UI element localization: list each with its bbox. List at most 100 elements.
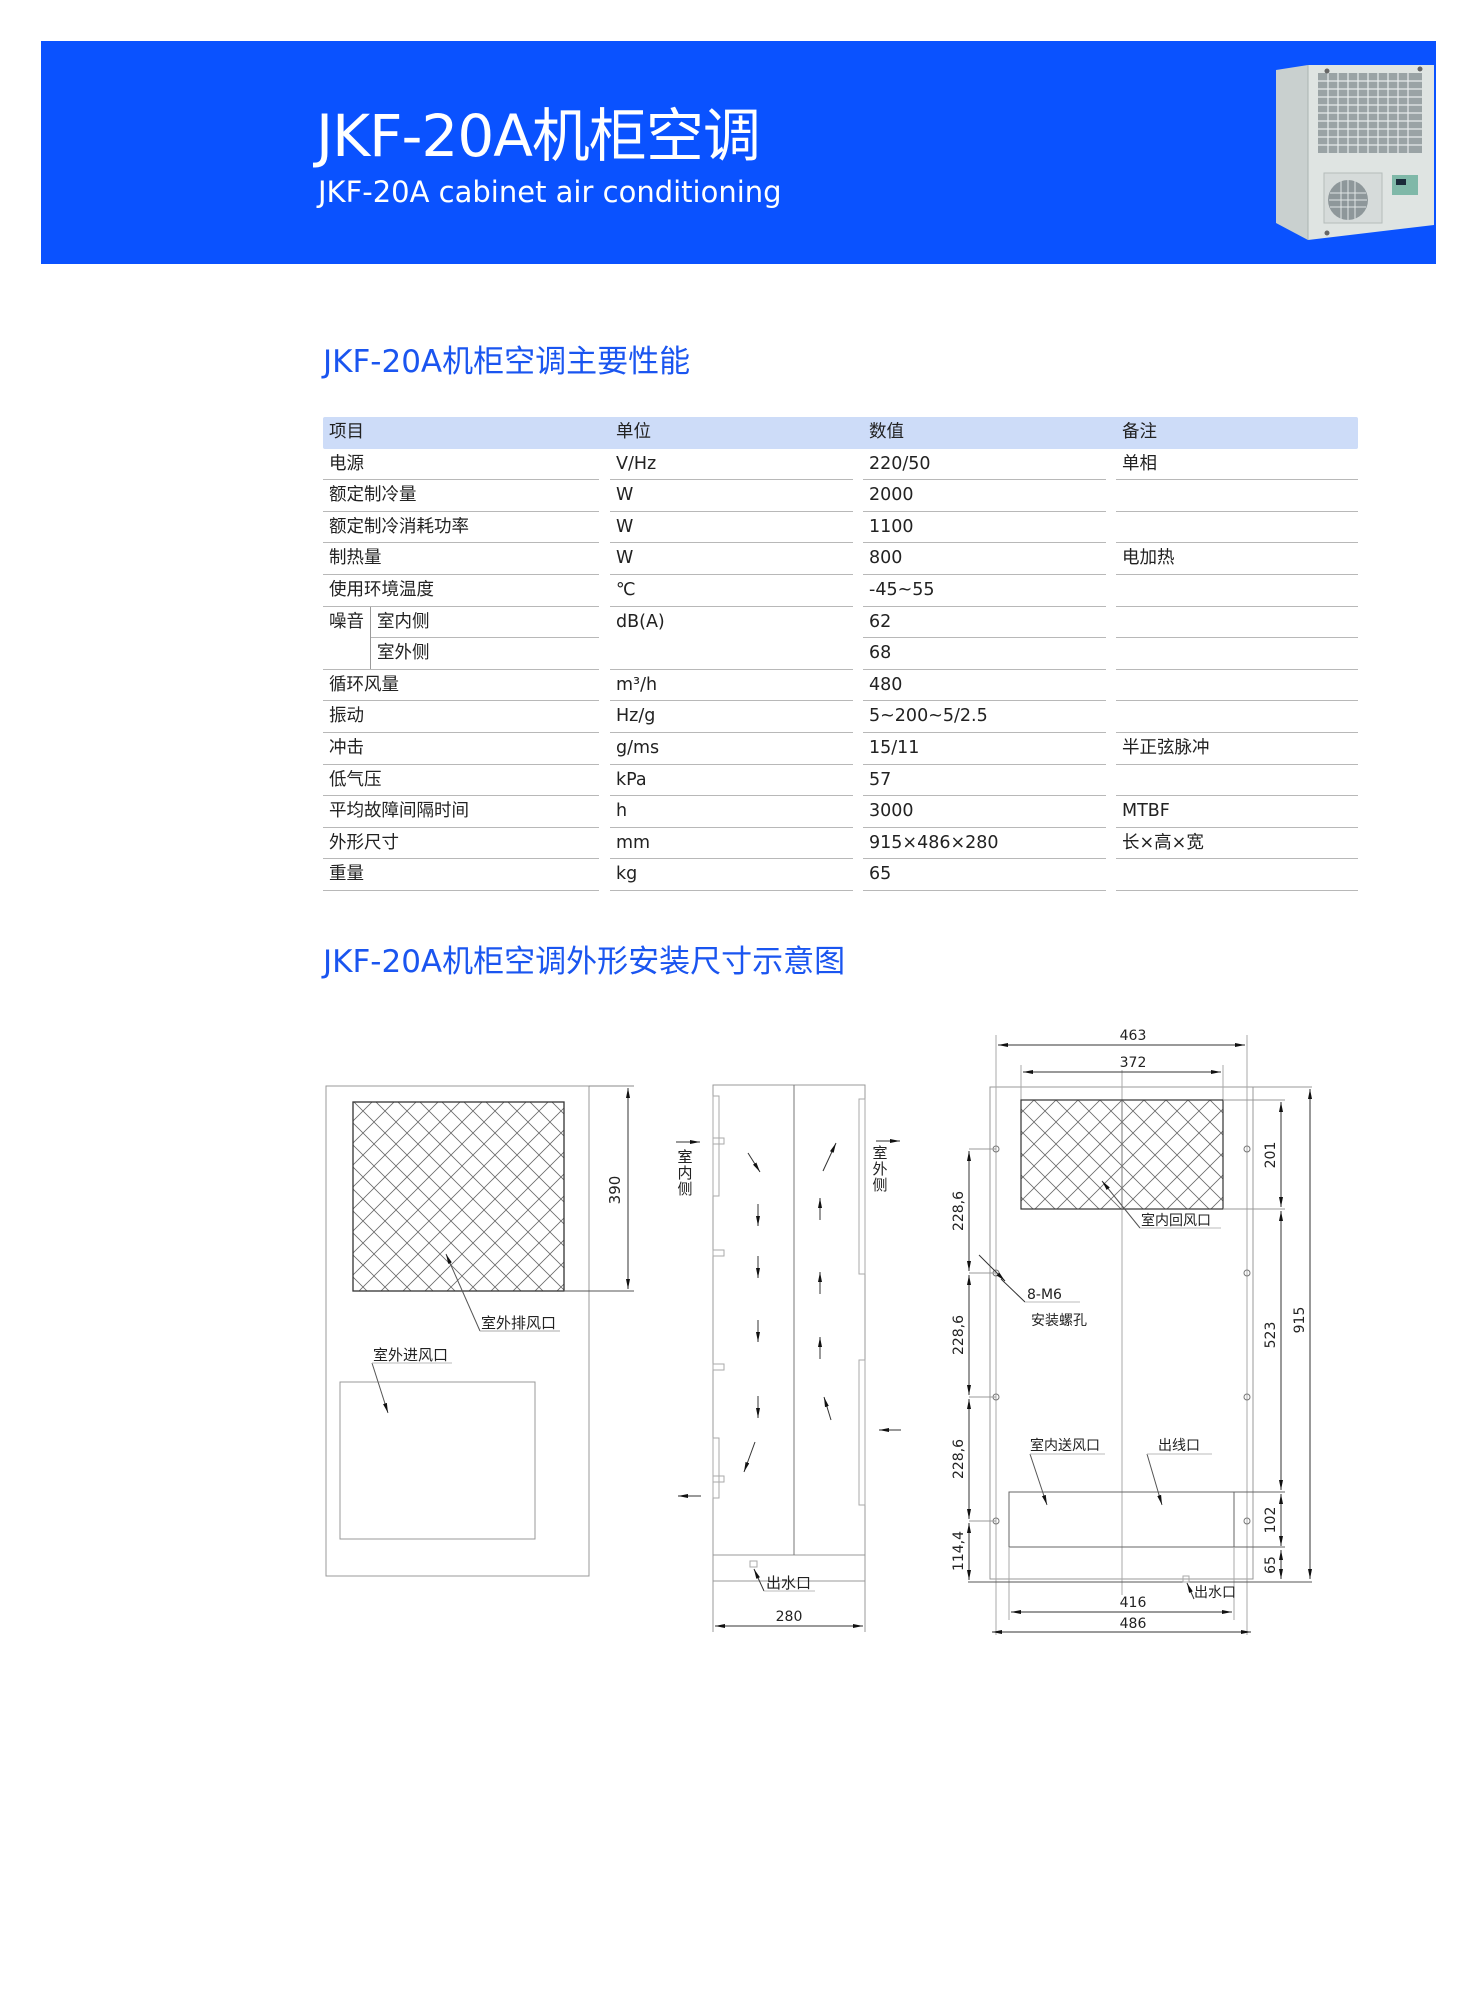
cell-note: 电加热 [1116,543,1358,575]
label-outdoor-exhaust: 室外排风口 [481,1314,556,1332]
cell-item: 外形尺寸 [323,828,599,860]
cell-unit: dB(A) [616,611,665,632]
cell-note: MTBF [1116,796,1358,828]
cell-unit: Hz/g [610,701,853,733]
cell-note [1116,575,1358,607]
spec-section-title: JKF-20A机柜空调主要性能 [323,344,691,380]
table-row: 电源 V/Hz 220/50 单相 [323,449,1358,481]
dim-hole-spacing-2: 228,6 [951,1315,967,1355]
cell-note [1116,638,1358,670]
cell-item: 振动 [323,701,599,733]
cell-value: 57 [863,765,1106,797]
cell-value: 15/11 [863,733,1106,765]
dim-mid-height: 523 [1263,1322,1279,1349]
cell-note: 半正弦脉冲 [1116,733,1358,765]
cell-unit: W [610,543,853,575]
diagram-section-title: JKF-20A机柜空调外形安装尺寸示意图 [323,944,846,980]
dim-bottom-outer: 486 [1120,1616,1147,1632]
table-row: 制热量 W 800 电加热 [323,543,1358,575]
cell-value: 3000 [863,796,1106,828]
table-row: 使用环境温度 ℃ -45~55 [323,575,1358,607]
table-row: 振动 Hz/g 5~200~5/2.5 [323,701,1358,733]
banner-subtitle: JKF-20A cabinet air conditioning [318,175,782,209]
cell-item: 循环风量 [323,670,599,702]
dim-side-width: 280 [776,1609,803,1625]
cell-unit [610,638,853,670]
table-header-row: 项目 单位 数值 备注 [323,417,1358,449]
header-banner: JKF-20A机柜空调 JKF-20A cabinet air conditio… [41,41,1436,264]
cell-value: 5~200~5/2.5 [863,701,1106,733]
cell-item: 低气压 [323,765,599,797]
cell-unit: mm [610,828,853,860]
cell-unit: W [610,512,853,544]
label-outdoor-char-2: 侧 [872,1176,887,1194]
cell-note [1116,512,1358,544]
cell-value: 65 [863,859,1106,891]
cell-unit: kPa [610,765,853,797]
table-row: 循环风量 m³/h 480 [323,670,1358,702]
cell-item: 重量 [323,859,599,891]
dim-total-height: 915 [1292,1307,1308,1334]
col-header-item: 项目 [329,422,364,442]
cell-value: 480 [863,670,1106,702]
cell-unit: kg [610,859,853,891]
cell-note [1116,765,1358,797]
cell-value: 68 [863,638,1106,670]
dim-exhaust-height: 390 [606,1176,624,1205]
cell-unit: m³/h [610,670,853,702]
cell-item: 冲击 [323,733,599,765]
cell-value: 915×486×280 [863,828,1106,860]
cell-item: 平均故障间隔时间 [323,796,599,828]
cell-sub-item: 室内侧 [371,607,599,639]
table-row: 冲击 g/ms 15/11 半正弦脉冲 [323,733,1358,765]
table-row: 额定制冷消耗功率 W 1100 [323,512,1358,544]
cell-value: 62 [863,607,1106,639]
cell-value: 1100 [863,512,1106,544]
label-indoor-char-0: 室 [677,1148,692,1166]
indoor-view [967,1035,1312,1635]
side-view [676,1084,901,1632]
dim-top-inner: 372 [1120,1055,1147,1071]
cell-value: 220/50 [863,449,1106,481]
cell-unit: g/ms [610,733,853,765]
cell-value: -45~55 [863,575,1106,607]
cell-note [1116,670,1358,702]
cell-unit: ℃ [610,575,853,607]
table-row: 低气压 kPa 57 [323,765,1358,797]
cell-value: 2000 [863,480,1106,512]
dim-hole-spacing-1: 228,6 [951,1191,967,1231]
cell-unit: h [610,796,853,828]
table-row-noise-outdoor: 室外侧 68 [323,638,1358,670]
label-indoor-char-2: 侧 [677,1180,692,1198]
spec-table: 项目 单位 数值 备注 电源 V/Hz 220/50 单相 额定制冷量 W 20… [323,417,1358,891]
label-outdoor-char-1: 外 [872,1160,887,1178]
cell-note: 长×高×宽 [1116,828,1358,860]
label-indoor-char-1: 内 [677,1164,692,1182]
table-row: 额定制冷量 W 2000 [323,480,1358,512]
table-row: 外形尺寸 mm 915×486×280 长×高×宽 [323,828,1358,860]
label-indoor-supply: 室内送风口 [1030,1437,1100,1454]
dim-bottom-inner: 416 [1120,1595,1147,1611]
dim-hole-bottom: 114,4 [951,1531,967,1571]
product-photo [1276,65,1434,240]
cell-note [1116,859,1358,891]
dim-hole-spacing-3: 228,6 [951,1439,967,1479]
cell-unit: W [610,480,853,512]
cell-note [1116,607,1358,639]
label-cable-outlet: 出线口 [1158,1438,1200,1454]
cell-sub-item: 室外侧 [371,638,599,670]
col-header-unit: 单位 [616,422,651,442]
dim-top-outer: 463 [1120,1028,1147,1044]
cell-item: 制热量 [323,543,599,575]
cell-item: 额定制冷量 [323,480,599,512]
cell-item-noise: 噪音 [323,606,371,670]
label-outdoor-char-0: 室 [872,1144,887,1162]
cell-item: 电源 [323,449,599,481]
label-outdoor-intake: 室外进风口 [373,1346,448,1364]
cell-note [1116,701,1358,733]
cell-item: 使用环境温度 [323,575,599,607]
cell-note: 单相 [1116,449,1358,481]
cell-item: 额定制冷消耗功率 [323,512,599,544]
label-mounting-holes: 8-M6 [1027,1287,1062,1303]
